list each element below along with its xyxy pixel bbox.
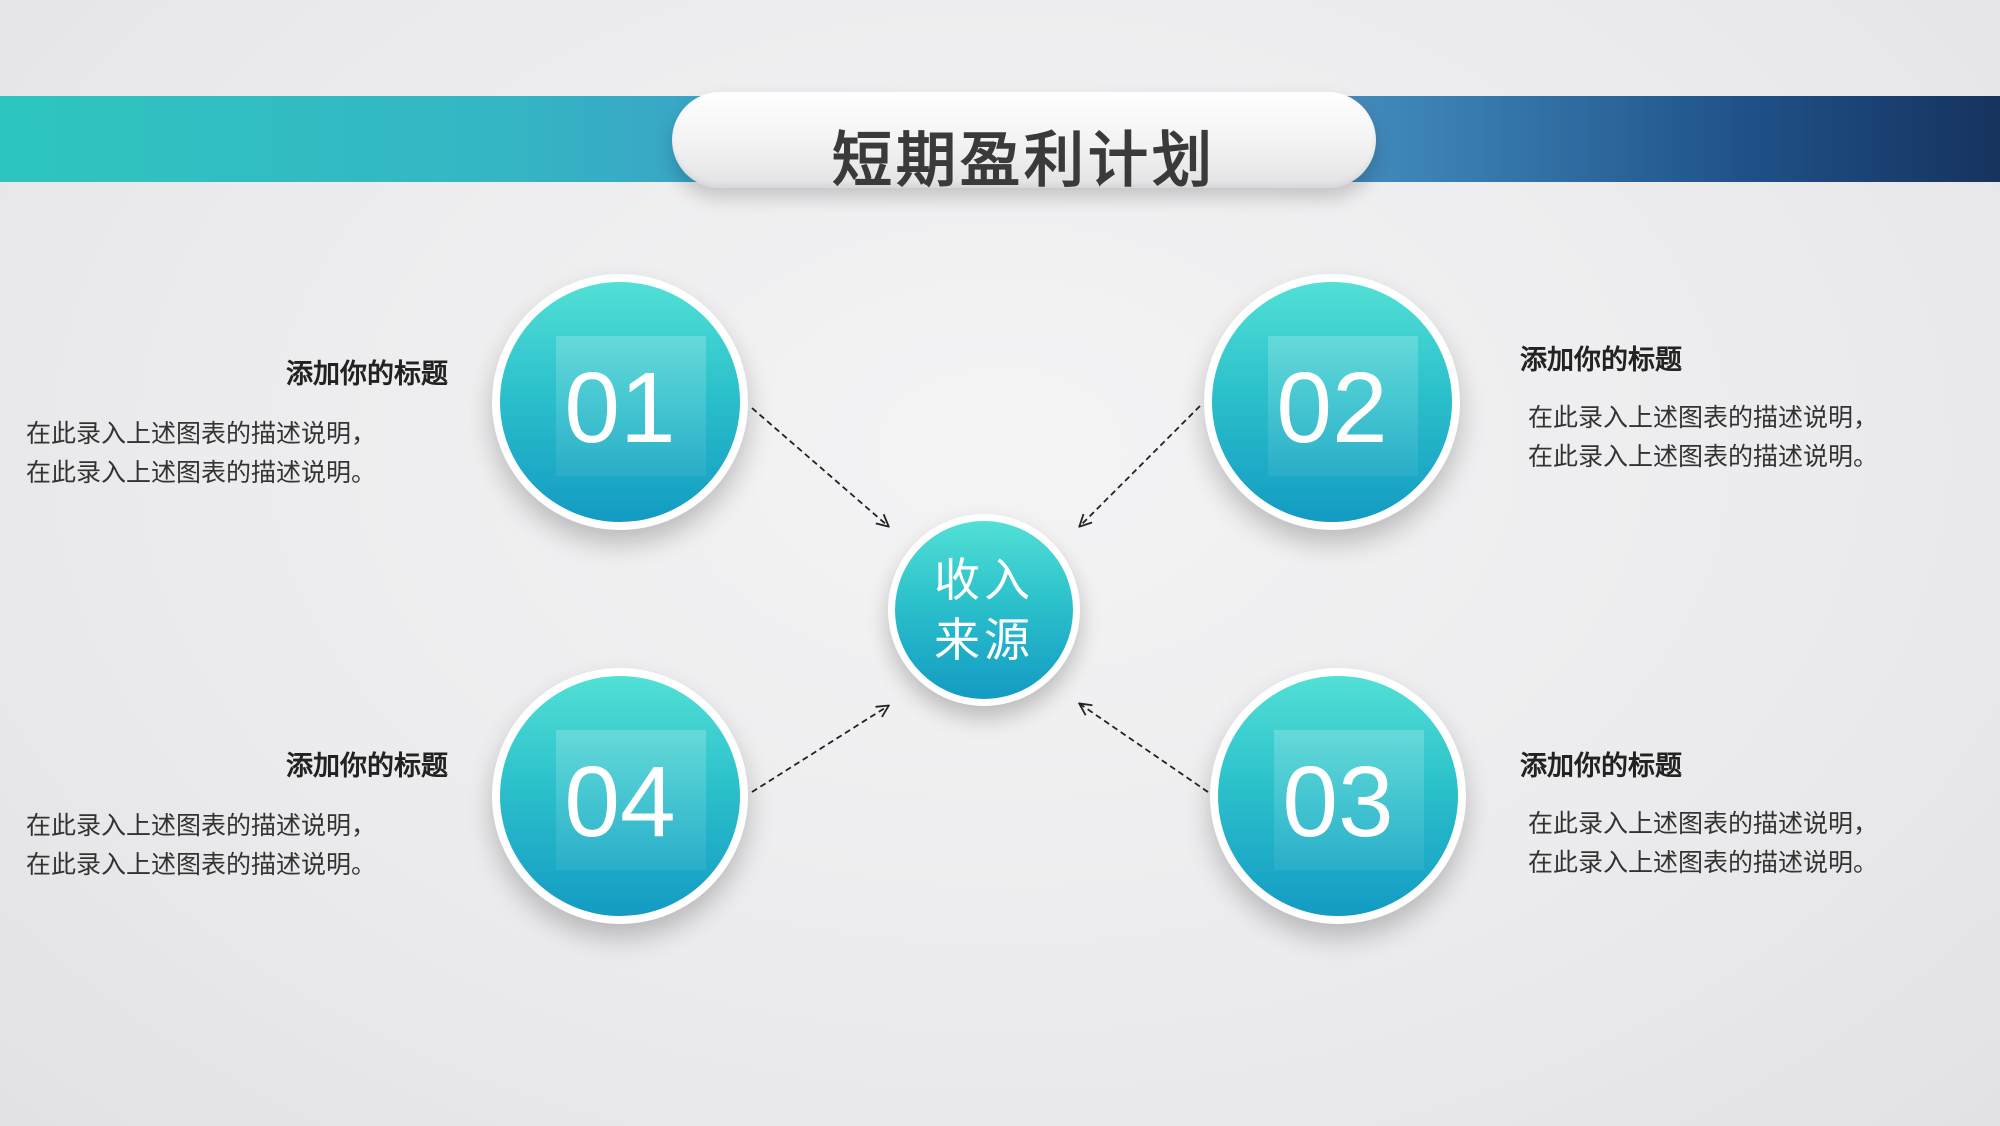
- block-desc-01-line2: 在此录入上述图表的描述说明。: [26, 458, 377, 487]
- step-number-01: 01: [564, 351, 676, 464]
- step-circle-04: 04: [492, 668, 748, 924]
- step-circle-01: 01: [492, 274, 748, 530]
- block-desc-03-line2: 在此录入上述图表的描述说明。: [1528, 848, 1879, 877]
- block-desc-04-line2: 在此录入上述图表的描述说明。: [26, 850, 377, 879]
- center-label-line1: 收入: [934, 553, 1034, 607]
- block-title-01: 添加你的标题: [286, 359, 448, 390]
- block-desc-03: 在此录入上述图表的描述说明， 在此录入上述图表的描述说明。: [1528, 804, 1878, 882]
- step-number-02: 02: [1276, 351, 1388, 464]
- step-square-03: [1274, 730, 1424, 870]
- block-title-02: 添加你的标题: [1520, 345, 1682, 376]
- block-title-03: 添加你的标题: [1520, 751, 1682, 782]
- arrow-03-to-center: [1080, 704, 1209, 793]
- page-title: 短期盈利计划: [832, 125, 1216, 196]
- block-desc-04-line1: 在此录入上述图表的描述说明，: [26, 811, 377, 840]
- center-circle: 收入 来源: [888, 514, 1080, 706]
- step-square-04: [556, 730, 706, 870]
- block-desc-02-line2: 在此录入上述图表的描述说明。: [1528, 442, 1879, 471]
- block-desc-01-line1: 在此录入上述图表的描述说明，: [26, 419, 377, 448]
- step-number-04: 04: [564, 745, 676, 858]
- block-desc-04: 在此录入上述图表的描述说明， 在此录入上述图表的描述说明。: [26, 806, 376, 884]
- step-circle-03: 03: [1210, 668, 1466, 924]
- title-pill: 短期盈利计划: [672, 92, 1376, 196]
- block-desc-03-line1: 在此录入上述图表的描述说明，: [1528, 809, 1879, 838]
- step-square-01: [556, 336, 706, 476]
- block-title-04: 添加你的标题: [286, 751, 448, 782]
- step-number-03: 03: [1282, 745, 1394, 858]
- arrow-02-to-center: [1080, 405, 1201, 526]
- block-desc-02: 在此录入上述图表的描述说明， 在此录入上述图表的描述说明。: [1528, 398, 1878, 476]
- arrow-04-to-center: [751, 706, 888, 793]
- step-circle-02: 02: [1204, 274, 1460, 530]
- step-square-02: [1268, 336, 1418, 476]
- block-desc-01: 在此录入上述图表的描述说明， 在此录入上述图表的描述说明。: [26, 414, 376, 492]
- arrow-01-to-center: [751, 407, 888, 526]
- block-desc-02-line1: 在此录入上述图表的描述说明，: [1528, 403, 1879, 432]
- center-label-line2: 来源: [934, 613, 1034, 667]
